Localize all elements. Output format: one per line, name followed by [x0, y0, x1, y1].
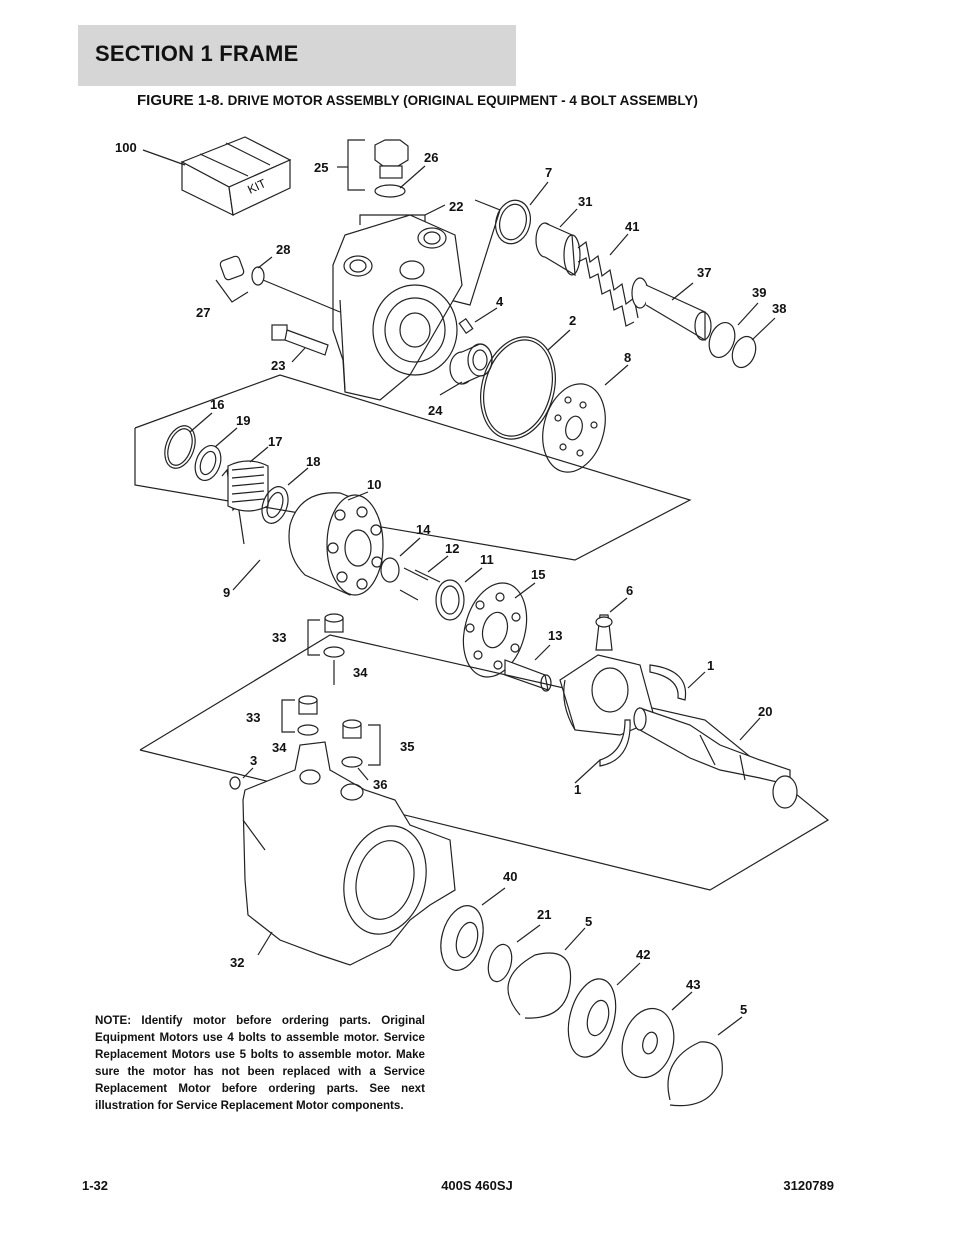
callout-1: 1 [707, 658, 714, 673]
callout-labels: 100 25 26 7 22 31 41 28 37 39 38 4 27 2 … [115, 140, 786, 1017]
callout-19: 19 [236, 413, 250, 428]
plug-part-25 [337, 139, 426, 198]
document-number: 3120789 [783, 1178, 834, 1193]
callout-32: 32 [230, 955, 244, 970]
callout-17: 17 [268, 434, 282, 449]
figure-title: FIGURE 1-8. DRIVE MOTOR ASSEMBLY (ORIGIN… [137, 92, 698, 109]
callout-21: 21 [537, 907, 551, 922]
callout-10: 10 [367, 477, 381, 492]
callout-20: 20 [758, 704, 772, 719]
callout-5: 5 [585, 914, 592, 929]
figure-number: FIGURE 1-8. [137, 92, 224, 109]
section-title: SECTION 1 FRAME [95, 41, 299, 66]
callout-12: 12 [445, 541, 459, 556]
callout-22: 22 [449, 199, 463, 214]
fitting-part-33-lower [281, 695, 319, 736]
callout-33: 33 [272, 630, 286, 645]
swashplate-part-15 [462, 582, 528, 678]
needle-bearing-part-24 [449, 343, 493, 385]
callout-33-lower: 33 [246, 710, 260, 725]
callout-38: 38 [772, 301, 786, 316]
callout-100: 100 [115, 140, 137, 155]
callout-25: 25 [314, 160, 328, 175]
callout-26: 26 [424, 150, 438, 165]
ordering-note: NOTE: Identify motor before ordering par… [95, 1014, 425, 1112]
valve-plate-part-8 [542, 383, 606, 473]
spring-part-41 [577, 240, 639, 327]
drive-shaft-part-20 [633, 707, 798, 809]
callout-9: 9 [223, 585, 230, 600]
callout-3: 3 [250, 753, 257, 768]
spring-part-17 [221, 460, 269, 545]
callout-4: 4 [496, 294, 504, 309]
section-header: SECTION 1 FRAME [78, 25, 516, 86]
model-number: 400S 460SJ [441, 1178, 513, 1193]
callout-34: 34 [353, 665, 368, 680]
callout-1-lower: 1 [574, 782, 581, 797]
piston-part-37 [631, 277, 712, 342]
callout-27: 27 [196, 305, 210, 320]
callout-5-lower: 5 [740, 1002, 747, 1017]
callout-41: 41 [625, 219, 639, 234]
callout-13: 13 [548, 628, 562, 643]
callout-16: 16 [210, 397, 224, 412]
callout-6: 6 [626, 583, 633, 598]
fitting-part-35 [341, 719, 381, 768]
callout-39: 39 [752, 285, 766, 300]
callout-8: 8 [624, 350, 631, 365]
page-number: 1-32 [82, 1178, 109, 1193]
callout-31: 31 [578, 194, 592, 209]
cylinder-barrel-part-10 [288, 492, 384, 596]
callout-43: 43 [686, 977, 700, 992]
callout-23: 23 [271, 358, 285, 373]
callout-15: 15 [531, 567, 545, 582]
callout-7: 7 [545, 165, 552, 180]
motor-end-cap [332, 214, 463, 401]
bolt-part-23 [271, 324, 329, 356]
callout-24: 24 [428, 403, 443, 418]
callout-35: 35 [400, 739, 414, 754]
spool-part-31 [535, 222, 581, 277]
callout-14: 14 [416, 522, 431, 537]
callout-11: 11 [480, 552, 494, 567]
shoe-plate-part-6 [559, 614, 656, 736]
motor-housing-part-32 [242, 741, 456, 966]
callout-28: 28 [276, 242, 290, 257]
callout-2: 2 [569, 313, 576, 328]
seal-plate-part-42 [567, 978, 617, 1058]
callout-18: 18 [306, 454, 320, 469]
callout-34-lower: 34 [272, 740, 287, 755]
fitting-part-33-upper [307, 613, 345, 658]
callout-42: 42 [636, 947, 650, 962]
callout-36: 36 [373, 777, 387, 792]
kit-box [180, 136, 292, 217]
callout-37: 37 [697, 265, 711, 280]
figure-caption: DRIVE MOTOR ASSEMBLY (ORIGINAL EQUIPMENT… [227, 93, 698, 108]
callout-40: 40 [503, 869, 517, 884]
